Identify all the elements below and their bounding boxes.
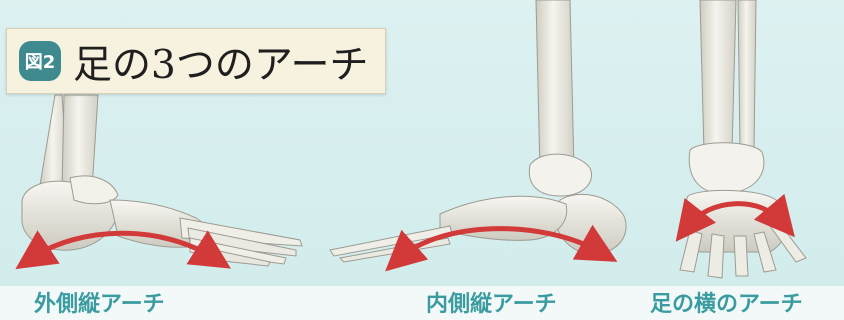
transverse-foot-skeleton [680, 0, 806, 278]
figure-title-box: 図2 足の3つのアーチ [6, 28, 386, 94]
medial-arch-caption: 内側縦アーチ [426, 286, 557, 318]
lateral-arch-caption: 外側縦アーチ [34, 286, 165, 318]
transverse-arch-caption: 足の横のアーチ [650, 286, 803, 318]
figure-title: 足の3つのアーチ [73, 34, 368, 90]
lateral-foot-skeleton [22, 95, 302, 266]
figure-number-badge: 図2 [19, 41, 61, 81]
